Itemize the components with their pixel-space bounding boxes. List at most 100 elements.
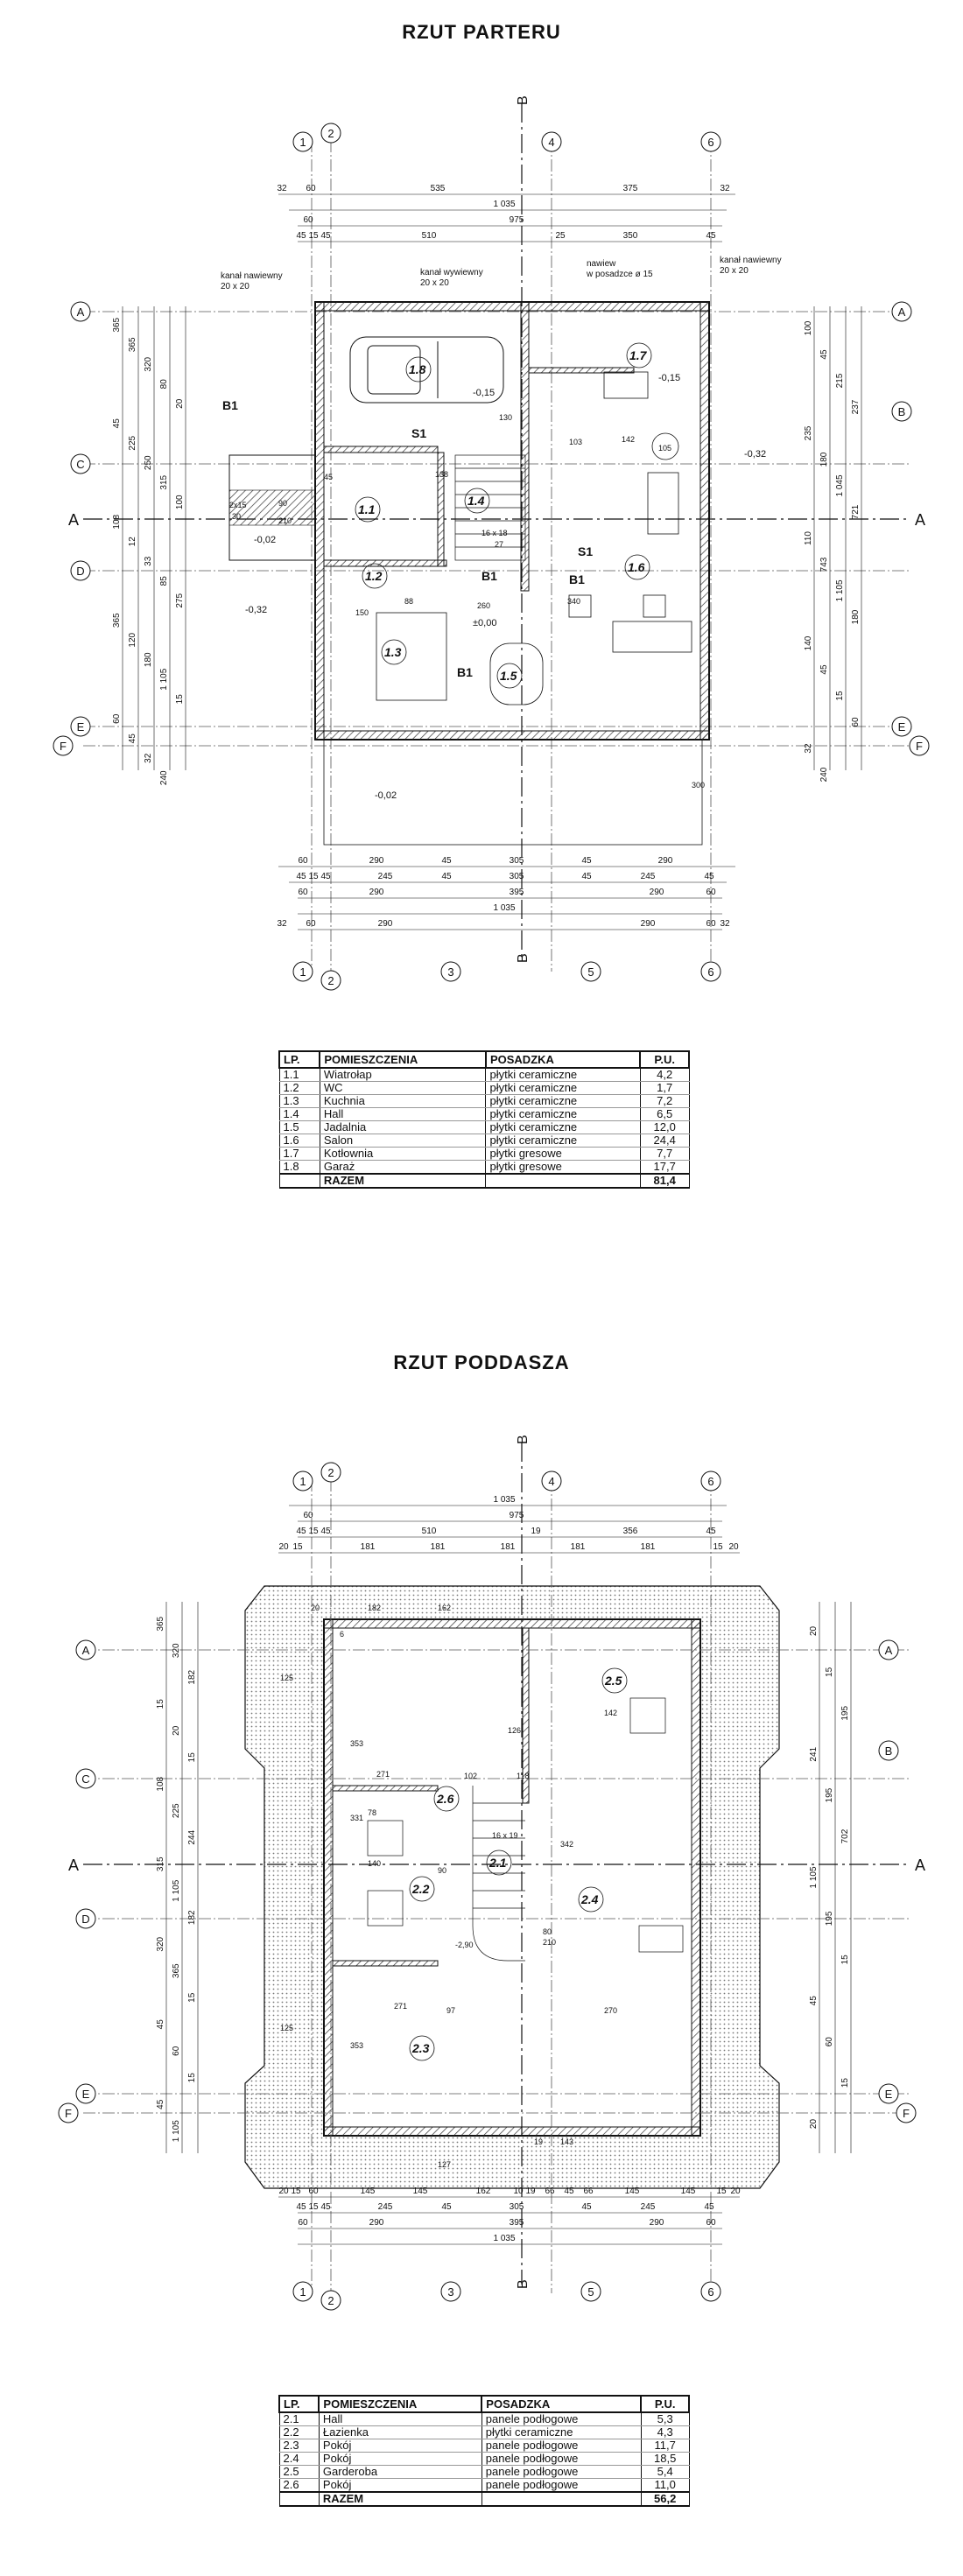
axis-bubble: 5 xyxy=(587,2285,594,2299)
axis-bubble: E xyxy=(77,720,85,733)
axis-bubble: 6 xyxy=(707,1475,713,1488)
cell-floor: płytki gresowe xyxy=(485,1160,641,1175)
dim-label: 1 105 xyxy=(809,1866,819,1888)
room-number: 1.1 xyxy=(358,502,376,516)
cell-area: 5,4 xyxy=(640,2465,690,2479)
level-mark: -0,15 xyxy=(658,373,680,383)
annotation: 16 x 19 xyxy=(492,1831,518,1840)
dim-label: 145 xyxy=(361,2186,376,2196)
annotation: 2x15 xyxy=(229,501,247,509)
axis-bubble: C xyxy=(76,458,84,471)
cell-floor: płytki ceramiczne xyxy=(485,1094,641,1108)
cell-area: 24,4 xyxy=(639,1134,690,1148)
axis-bubble: 6 xyxy=(707,2285,713,2299)
total-label: RAZEM xyxy=(319,1173,487,1189)
dim-label: 45 xyxy=(706,231,716,241)
dim-label: 225 xyxy=(172,1803,181,1818)
dim-label: 45 xyxy=(441,856,452,866)
annotation: 210 xyxy=(278,516,292,525)
axis-bubble: A xyxy=(898,305,906,319)
annotation: nawiew xyxy=(587,259,616,269)
dim-label: 33 xyxy=(144,556,153,566)
ground-floor-title: RZUT PARTERU xyxy=(402,21,561,43)
level-mark: -0,02 xyxy=(254,535,276,545)
axis-bubble: 5 xyxy=(587,965,594,979)
room-number: 1.7 xyxy=(629,348,648,362)
axis-bubble: 1 xyxy=(299,965,306,979)
annotation: 142 xyxy=(622,435,635,444)
dim-label: 45 xyxy=(156,2019,165,2030)
annotation: 271 xyxy=(394,2002,407,2011)
dim-label: 45 xyxy=(296,231,306,241)
annotation: -2,90 xyxy=(455,1941,474,1949)
axis-bubble: 2 xyxy=(327,1466,334,1479)
dim-label: 32 xyxy=(277,919,287,929)
cell-room: Jadalnia xyxy=(319,1120,487,1134)
dim-label: 32 xyxy=(277,184,287,193)
cell-area: 18,5 xyxy=(640,2452,690,2466)
dim-label: 195 xyxy=(825,1911,834,1926)
dim-label: 60 xyxy=(303,1511,313,1520)
cell-area: 5,3 xyxy=(640,2412,690,2426)
dim-label: 45 xyxy=(706,1527,716,1536)
annotation: 20 xyxy=(311,1604,320,1612)
dim-label: 181 xyxy=(641,1542,656,1552)
cell-floor: płytki ceramiczne xyxy=(485,1120,641,1134)
dim-label: 290 xyxy=(378,919,393,929)
level-mark: -0,32 xyxy=(744,449,766,460)
cell-room: Hall xyxy=(318,2412,482,2426)
dim-label: 20 xyxy=(175,398,185,409)
annotation: 127 xyxy=(438,2160,451,2169)
dim-label: 395 xyxy=(510,888,524,897)
cell-lp: 2.4 xyxy=(278,2452,320,2466)
dim-label: 365 xyxy=(112,317,122,332)
dim-label: 60 xyxy=(298,856,308,866)
dim-label: 60 xyxy=(306,919,316,929)
dim-label: 60 xyxy=(706,888,716,897)
cell-room: Pokój xyxy=(318,2439,482,2453)
cell-area: 17,7 xyxy=(639,1160,690,1175)
dim-label: 245 xyxy=(641,2202,656,2212)
dim-label: 290 xyxy=(658,856,673,866)
dim-label: 15 xyxy=(840,1955,850,1965)
annotation: 331 xyxy=(350,1814,363,1822)
axis-bubble: C xyxy=(81,1772,89,1786)
dim-label: 182 xyxy=(187,1669,197,1684)
dim-label: 743 xyxy=(819,557,829,572)
dim-label: 145 xyxy=(413,2186,428,2196)
annotation: kanał nawiewny xyxy=(221,271,283,281)
room-number: 1.6 xyxy=(628,560,645,574)
room-number: 2.5 xyxy=(604,1674,622,1688)
dim-label: 145 xyxy=(625,2186,640,2196)
dim-label: 180 xyxy=(819,452,829,467)
cell-room: Kotłownia xyxy=(319,1147,487,1161)
col-lp: LP. xyxy=(278,2395,320,2413)
axis-bubble: 6 xyxy=(707,136,713,149)
dim-label: 240 xyxy=(819,767,829,782)
cell-area: 11,0 xyxy=(640,2478,690,2493)
lintel-b1: B1 xyxy=(569,572,585,586)
dim-label: 162 xyxy=(476,2186,491,2196)
dim-label: 45 xyxy=(704,2202,714,2212)
cell-area: 7,7 xyxy=(639,1147,690,1161)
cell-room: Garderoba xyxy=(318,2465,482,2479)
dim-label: 20 xyxy=(809,1625,819,1636)
dim-label: 85 xyxy=(159,576,169,586)
cell-area: 4,2 xyxy=(639,1068,690,1082)
dim-label: 1 105 xyxy=(172,1879,181,1901)
dim-label: 181 xyxy=(571,1542,586,1552)
cell-empty xyxy=(481,2491,642,2507)
annotation: kanał nawiewny xyxy=(720,256,782,265)
dim-label: 15 xyxy=(292,1542,303,1552)
level-mark: -0,32 xyxy=(245,605,267,615)
dim-label: 1 105 xyxy=(172,2120,181,2142)
annotation: 105 xyxy=(658,444,671,453)
annotation: 30 xyxy=(232,512,241,521)
axis-bubble: F xyxy=(60,740,67,753)
annotation: 138 xyxy=(435,470,448,479)
dim-label: 45 xyxy=(819,664,829,675)
dim-label: 1 035 xyxy=(493,1495,515,1505)
